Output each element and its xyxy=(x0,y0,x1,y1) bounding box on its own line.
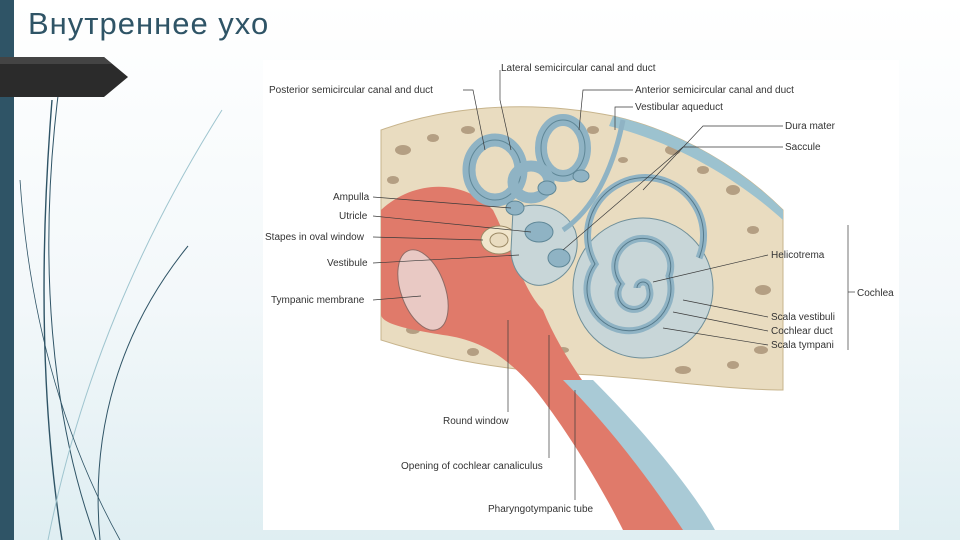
label-stapes: Stapes in oval window xyxy=(265,232,365,243)
label-vestibular-aqueduct: Vestibular aqueduct xyxy=(635,102,723,113)
utricle xyxy=(524,221,554,243)
dura-mater xyxy=(609,116,783,220)
label-cochlear-duct: Cochlear duct xyxy=(771,326,833,337)
label-tympanic-membrane: Tympanic membrane xyxy=(271,295,365,306)
pharyngotympanic-tube-lining xyxy=(563,380,715,530)
leader-lines xyxy=(372,70,855,500)
inner-ear-figure: Lateral semicircular canal and duct Post… xyxy=(263,60,899,530)
label-utricle: Utricle xyxy=(339,211,368,222)
vestibular-aqueduct xyxy=(561,119,626,233)
label-pharyngotympanic-tube: Pharyngotympanic tube xyxy=(488,504,594,515)
left-accent-bar xyxy=(0,0,14,540)
saccule xyxy=(547,248,571,268)
arrow-tab-shape xyxy=(0,57,128,97)
middle-ear-tissue xyxy=(381,186,693,530)
label-posterior-canal: Posterior semicircular canal and duct xyxy=(269,85,433,96)
label-cochlea: Cochlea xyxy=(857,288,894,299)
slide-title: Внутреннее ухо xyxy=(28,6,270,41)
label-scala-vestibuli: Scala vestibuli xyxy=(771,312,835,323)
inner-ear-illustration: Lateral semicircular canal and duct Post… xyxy=(265,63,894,530)
label-helicotrema: Helicotrema xyxy=(771,250,825,261)
label-round-window: Round window xyxy=(443,416,509,427)
decorative-lines xyxy=(19,79,223,540)
label-lateral-canal: Lateral semicircular canal and duct xyxy=(501,63,656,74)
label-cochlear-canaliculus: Opening of cochlear canaliculus xyxy=(401,461,543,472)
label-scala-tympani: Scala tympani xyxy=(771,340,834,351)
ampullae xyxy=(505,169,590,216)
semicircular-canals xyxy=(462,114,591,207)
label-dura-mater: Dura mater xyxy=(785,121,836,132)
label-vestibule: Vestibule xyxy=(327,258,368,269)
cochlea-spiral xyxy=(572,174,714,359)
label-ampulla: Ampulla xyxy=(333,192,370,203)
label-saccule: Saccule xyxy=(785,142,821,153)
label-anterior-canal: Anterior semicircular canal and duct xyxy=(635,85,794,96)
